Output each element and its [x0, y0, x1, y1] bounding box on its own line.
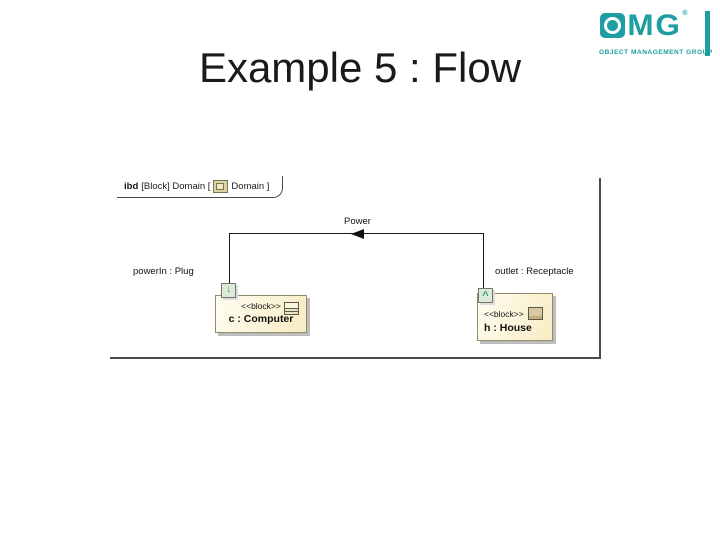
computer-stereotype: <<block>>	[241, 301, 281, 311]
flow-direction-arrow-icon	[351, 229, 364, 239]
frame-right-border	[599, 178, 601, 358]
house-name: h : House	[484, 322, 532, 334]
frame-diagram-name: Domain ]	[231, 181, 270, 192]
diagram-frame-tab: ibd [Block] Domain [ Domain ]	[117, 176, 283, 198]
omg-logo: M G ® OBJECT MANAGEMENT GROUP	[598, 8, 712, 62]
connector-segment-left	[229, 233, 231, 284]
connector-segment-right	[483, 233, 485, 289]
frame-context: [Block] Domain [	[141, 181, 211, 192]
class-icon	[284, 302, 299, 315]
frame-bottom-border	[110, 357, 601, 359]
omg-logo-letter-m: M	[627, 9, 654, 42]
diagram-icon	[213, 180, 229, 193]
house-port: ^	[478, 288, 493, 303]
frame-keyword: ibd	[124, 181, 139, 192]
block-computer: <<block>> c : Computer	[215, 295, 307, 333]
computer-port: ↓	[221, 283, 236, 298]
right-port-label: outlet : Receptacle	[495, 266, 574, 277]
class-icon	[527, 307, 543, 320]
house-stereotype: <<block>>	[484, 308, 524, 319]
computer-name: c : Computer	[228, 313, 294, 325]
flow-label: Power	[344, 216, 371, 227]
left-port-label: powerIn : Plug	[133, 266, 194, 277]
logo-subtext: OBJECT MANAGEMENT GROUP	[599, 49, 713, 56]
logo-bar	[705, 11, 710, 56]
registered-mark: ®	[682, 10, 688, 17]
omg-logo-o-icon	[600, 13, 625, 38]
omg-logo-letter-g: G	[655, 9, 680, 42]
page-title: Example 5 : Flow	[198, 44, 522, 91]
logo-letters: M G ®	[600, 9, 688, 42]
